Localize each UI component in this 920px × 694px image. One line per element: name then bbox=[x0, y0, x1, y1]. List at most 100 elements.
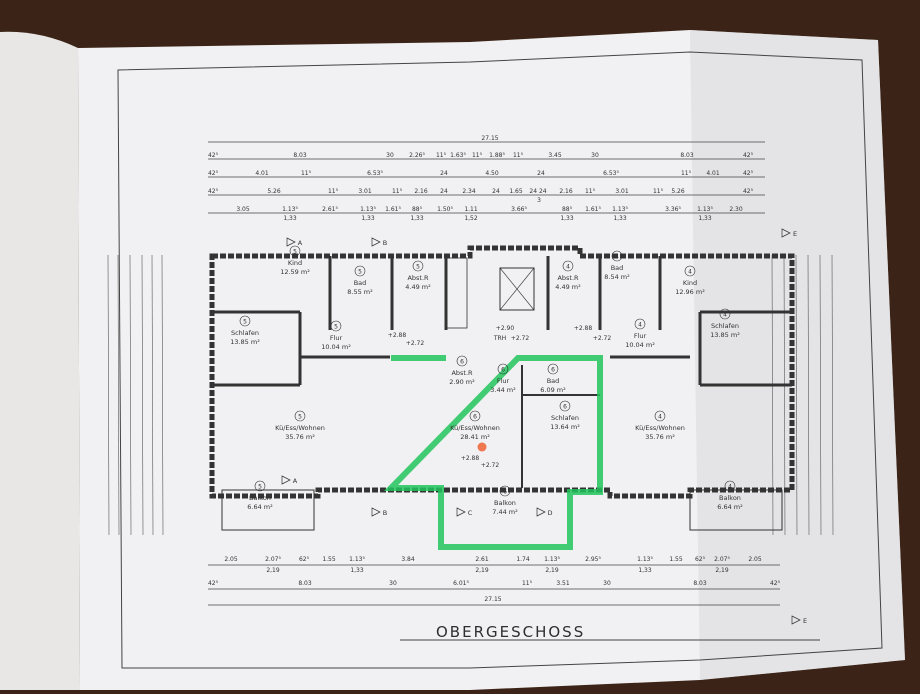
unit-number-circle bbox=[499, 485, 511, 497]
dimension-label: 1.61⁵ bbox=[385, 206, 401, 213]
drawing-frame bbox=[117, 51, 883, 669]
dimension-label: 2.34 bbox=[462, 188, 476, 195]
section-marker-label: C bbox=[468, 509, 473, 517]
dimension-label: 1.13⁵ bbox=[637, 556, 653, 563]
dimension-label: 2.95⁵ bbox=[585, 556, 601, 563]
dimension-label: 5.26 bbox=[267, 188, 281, 195]
dimension-label: 2.16 bbox=[559, 188, 573, 195]
level-label: +2.88 bbox=[461, 455, 480, 462]
dimension-label: 3.45 bbox=[548, 152, 562, 159]
dimension-label: 2,19 bbox=[545, 567, 559, 574]
unit-number: 4 bbox=[728, 484, 732, 491]
dimension-label: 1.88⁵ bbox=[489, 152, 505, 159]
dimension-label: 2.05 bbox=[224, 556, 238, 563]
dimension-label: 62⁵ bbox=[299, 556, 310, 563]
dimension-label: 8.03 bbox=[680, 152, 694, 159]
room-name: Kü/Ess/Wohnen bbox=[275, 424, 325, 432]
dimension-label: 8.03 bbox=[298, 580, 312, 587]
level-label: TRH bbox=[493, 335, 506, 342]
room-name: Schlafen bbox=[231, 329, 259, 337]
dimension-label: 1,33 bbox=[350, 567, 364, 574]
vertical-dimension-line bbox=[141, 254, 144, 536]
dimension-label: 11⁵ bbox=[472, 152, 483, 159]
section-marker-label: E bbox=[793, 230, 797, 238]
unit-6-marker bbox=[477, 442, 487, 452]
vertical-dimension-line bbox=[831, 254, 834, 536]
dimension-label: 4.50 bbox=[485, 170, 499, 177]
dimension-label: 11⁵ bbox=[681, 170, 692, 177]
unit-number-circle bbox=[654, 410, 666, 422]
dimension-label: 42⁵ bbox=[208, 580, 219, 587]
unit-number: 6 bbox=[501, 367, 505, 374]
unit-number-circle bbox=[547, 363, 559, 375]
unit-number: 6 bbox=[503, 489, 507, 496]
dimension-label: 6.53⁵ bbox=[603, 170, 619, 177]
unit-number-circle bbox=[559, 400, 571, 412]
unit-number-circle bbox=[497, 363, 509, 375]
dimension-label: 1,33 bbox=[410, 215, 424, 222]
dimension-label: 1.63⁵ bbox=[450, 152, 466, 159]
unit-number-circle bbox=[611, 250, 623, 262]
dimension-label: 3 bbox=[537, 197, 541, 204]
room-area: 10.04 m² bbox=[321, 343, 351, 351]
room-area: 3.44 m² bbox=[490, 386, 516, 394]
vertical-dimension-line bbox=[129, 254, 132, 536]
dimension-label: 42⁵ bbox=[208, 188, 219, 195]
dimension-label: 2.07⁵ bbox=[265, 556, 281, 563]
level-label: +2.72 bbox=[511, 335, 530, 342]
dimension-label: 3.36⁵ bbox=[665, 206, 681, 213]
unit-number-circle bbox=[330, 320, 342, 332]
room-area: 35.76 m² bbox=[645, 433, 675, 441]
dimension-label: 27.15 bbox=[484, 596, 501, 603]
room-name: Flur bbox=[634, 332, 647, 340]
dimension-label: 11⁵ bbox=[301, 170, 312, 177]
dimension-label: 11⁵ bbox=[436, 152, 447, 159]
dimension-label: 2,19 bbox=[266, 567, 280, 574]
room-name: Bad bbox=[354, 279, 367, 287]
dimension-label: 3.05 bbox=[236, 206, 250, 213]
unit-number: 4 bbox=[658, 414, 662, 421]
dimension-label: 8.03 bbox=[693, 580, 707, 587]
dimension-label: 2.26⁵ bbox=[409, 152, 425, 159]
dimension-label: 3.01 bbox=[358, 188, 372, 195]
dimension-label: 4.01 bbox=[706, 170, 720, 177]
section-marker-label: E bbox=[803, 617, 807, 625]
dimension-label: 42⁵ bbox=[743, 152, 754, 159]
dimension-label: 6.53⁵ bbox=[367, 170, 383, 177]
section-arrow-icon bbox=[371, 507, 381, 517]
unit-number-circle bbox=[719, 308, 731, 320]
section-arrow-icon bbox=[281, 475, 291, 485]
dimension-label: 1.50⁵ bbox=[437, 206, 453, 213]
dimension-label: 1,33 bbox=[283, 215, 297, 222]
dimension-label: 2.16 bbox=[414, 188, 428, 195]
dimension-label: 1,33 bbox=[361, 215, 375, 222]
unit-number: 5 bbox=[293, 249, 297, 256]
dimension-label: 1.13⁵ bbox=[612, 206, 628, 213]
room-area: 2.90 m² bbox=[449, 378, 475, 386]
unit-number: 6 bbox=[473, 414, 477, 421]
dimension-label: 11⁵ bbox=[392, 188, 403, 195]
room-area: 28.41 m² bbox=[460, 433, 490, 441]
unit-number: 5 bbox=[358, 269, 362, 276]
dimension-label: 3.66⁵ bbox=[511, 206, 527, 213]
unit-number: 4 bbox=[566, 264, 570, 271]
unit-number: 5 bbox=[258, 484, 262, 491]
dimension-label: 88⁵ bbox=[562, 206, 573, 213]
vertical-dimension-line bbox=[819, 254, 822, 536]
section-marker-label: B bbox=[383, 239, 387, 247]
room-area: 6.09 m² bbox=[540, 386, 566, 394]
dimension-label: 2.61 bbox=[475, 556, 489, 563]
level-label: +2.88 bbox=[574, 325, 593, 332]
level-label: +2.72 bbox=[406, 340, 425, 347]
vertical-dimension-line bbox=[795, 254, 798, 536]
unit-number-circle bbox=[294, 410, 306, 422]
